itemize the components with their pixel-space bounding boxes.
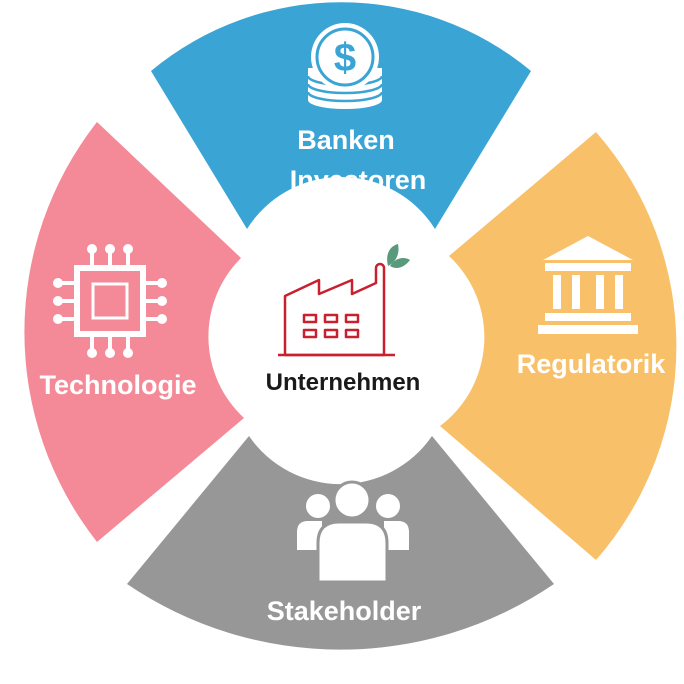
factory-icon: [278, 262, 395, 357]
segment-label-technologie: Technologie: [39, 370, 196, 400]
svg-text:$: $: [334, 36, 356, 80]
leaf-icon: [387, 244, 410, 268]
people-group-icon: [297, 480, 409, 584]
chip-icon: [59, 250, 161, 352]
center-label: Unternehmen: [266, 369, 421, 396]
segment-regulatorik: [440, 132, 677, 560]
segment-label-regulatorik: Regulatorik: [517, 349, 667, 379]
segment-label-banken: Banken: [297, 125, 395, 155]
chip-pin-dots: [53, 244, 167, 358]
segment-label-investoren: Investoren: [290, 165, 427, 195]
center-circle: [237, 233, 445, 441]
segment-banken-investoren: [151, 2, 531, 230]
courthouse-icon: [538, 236, 638, 334]
coins-dollar-icon: $: [306, 23, 384, 109]
segment-label-stakeholder: Stakeholder: [267, 596, 422, 626]
